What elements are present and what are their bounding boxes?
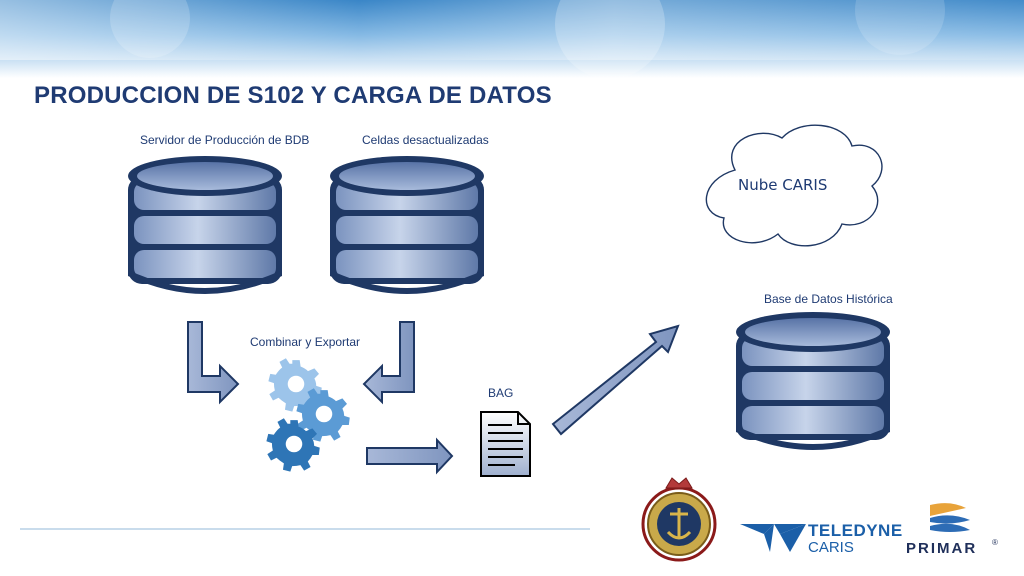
arrow-cells-to-combine xyxy=(362,321,415,405)
header-banner xyxy=(0,0,1024,79)
navy-seal-logo xyxy=(641,477,717,562)
arrow-combine-to-bag xyxy=(366,437,454,475)
teledyne-wordmark: TELEDYNE xyxy=(808,521,903,540)
caris-cloud xyxy=(705,124,883,247)
caris-wordmark: CARIS xyxy=(808,539,854,556)
page-title: PRODUCCION DE S102 Y CARGA DE DATOS xyxy=(34,82,552,109)
historic-database xyxy=(736,312,890,450)
arrow-bag-to-historic-db xyxy=(551,324,680,436)
cloud-label: Nube CARIS xyxy=(738,176,828,194)
bag-document-icon xyxy=(480,411,531,477)
arrow-server-to-combine xyxy=(187,321,240,405)
outdated-cells-label: Celdas desactualizadas xyxy=(362,133,489,147)
combine-export-label: Combinar y Exportar xyxy=(250,335,361,349)
primar-registered-mark: ® xyxy=(992,538,998,547)
primar-logo-mark xyxy=(930,503,970,532)
primar-wordmark: PRIMAR xyxy=(906,540,978,557)
production-server-label: Servidor de Producción de BDB xyxy=(140,133,310,147)
outdated-cells-database xyxy=(330,156,484,294)
teledyne-caris-logo xyxy=(740,524,806,552)
bag-label: BAG xyxy=(488,386,514,400)
historic-db-label: Base de Datos Histórica xyxy=(764,292,893,306)
production-server-database xyxy=(128,156,282,294)
